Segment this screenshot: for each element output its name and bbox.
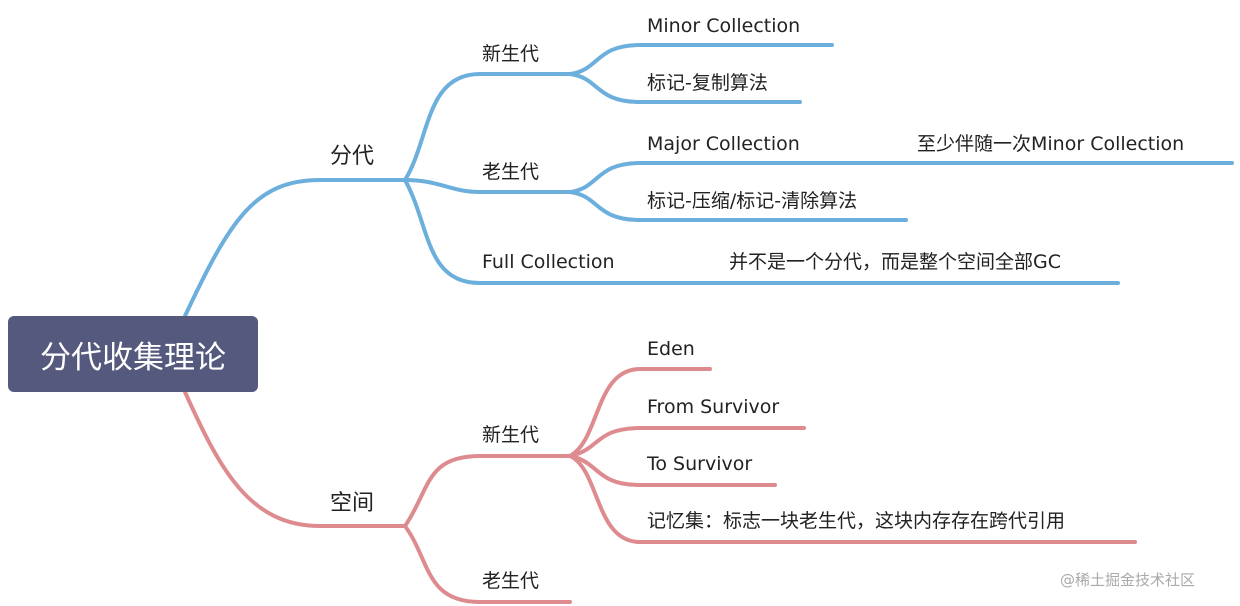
- connector-xinshengdai-to-copy: [568, 72, 802, 104]
- connector-kongjian-to-laoshengdai: [403, 524, 572, 604]
- node-from-survivor[interactable]: From Survivor: [647, 396, 780, 418]
- connector-laoshengdai-to-compact: [568, 190, 908, 222]
- watermark: @稀土掘金技术社区: [1060, 571, 1196, 589]
- root-node[interactable]: 分代收集理论: [8, 316, 258, 392]
- node-kongjian-xinshengdai[interactable]: 新生代: [482, 424, 540, 446]
- node-to-survivor[interactable]: To Survivor: [647, 453, 753, 475]
- connector-fendai-to-xinshengdai: [403, 72, 572, 182]
- connector-root-to-kongjian: [183, 390, 407, 528]
- connector-laoshengdai-to-major: [568, 161, 1234, 194]
- node-fendai[interactable]: 分代: [330, 144, 375, 169]
- connector-fendai-to-laoshengdai: [403, 178, 572, 194]
- connector-kongjian-xinshengdai-to-from: [568, 426, 806, 458]
- node-fendai-laoshengdai[interactable]: 老生代: [482, 161, 540, 183]
- node-eden[interactable]: Eden: [647, 338, 695, 360]
- connector-kongjian-xinshengdai-to-to: [568, 454, 777, 487]
- note-major-collection: 至少伴随一次Minor Collection: [917, 133, 1185, 155]
- connector-kongjian-to-xinshengdai: [403, 454, 572, 528]
- node-mark-compact[interactable]: 标记-压缩/标记-清除算法: [647, 190, 858, 212]
- connector-xinshengdai-to-minor: [568, 43, 834, 76]
- node-fendai-xinshengdai[interactable]: 新生代: [482, 43, 540, 65]
- node-remembered-set[interactable]: 记忆集：标志一块老生代，这块内存存在跨代引用: [647, 510, 1066, 532]
- node-kongjian[interactable]: 空间: [330, 491, 375, 516]
- connector-fendai-to-full-collection: [403, 178, 1120, 285]
- node-mark-copy[interactable]: 标记-复制算法: [647, 72, 768, 94]
- note-full-collection: 并不是一个分代，而是整个空间全部GC: [729, 251, 1061, 273]
- node-major-collection[interactable]: Major Collection: [647, 133, 800, 155]
- node-kongjian-laoshengdai[interactable]: 老生代: [482, 570, 540, 592]
- node-minor-collection[interactable]: Minor Collection: [647, 15, 801, 37]
- root-node-label: 分代收集理论: [40, 339, 226, 376]
- node-full-collection[interactable]: Full Collection: [482, 251, 615, 273]
- connector-root-to-fendai: [183, 178, 407, 318]
- connector-kongjian-xinshengdai-to-remember: [568, 454, 1137, 544]
- connector-kongjian-xinshengdai-to-eden: [568, 367, 712, 458]
